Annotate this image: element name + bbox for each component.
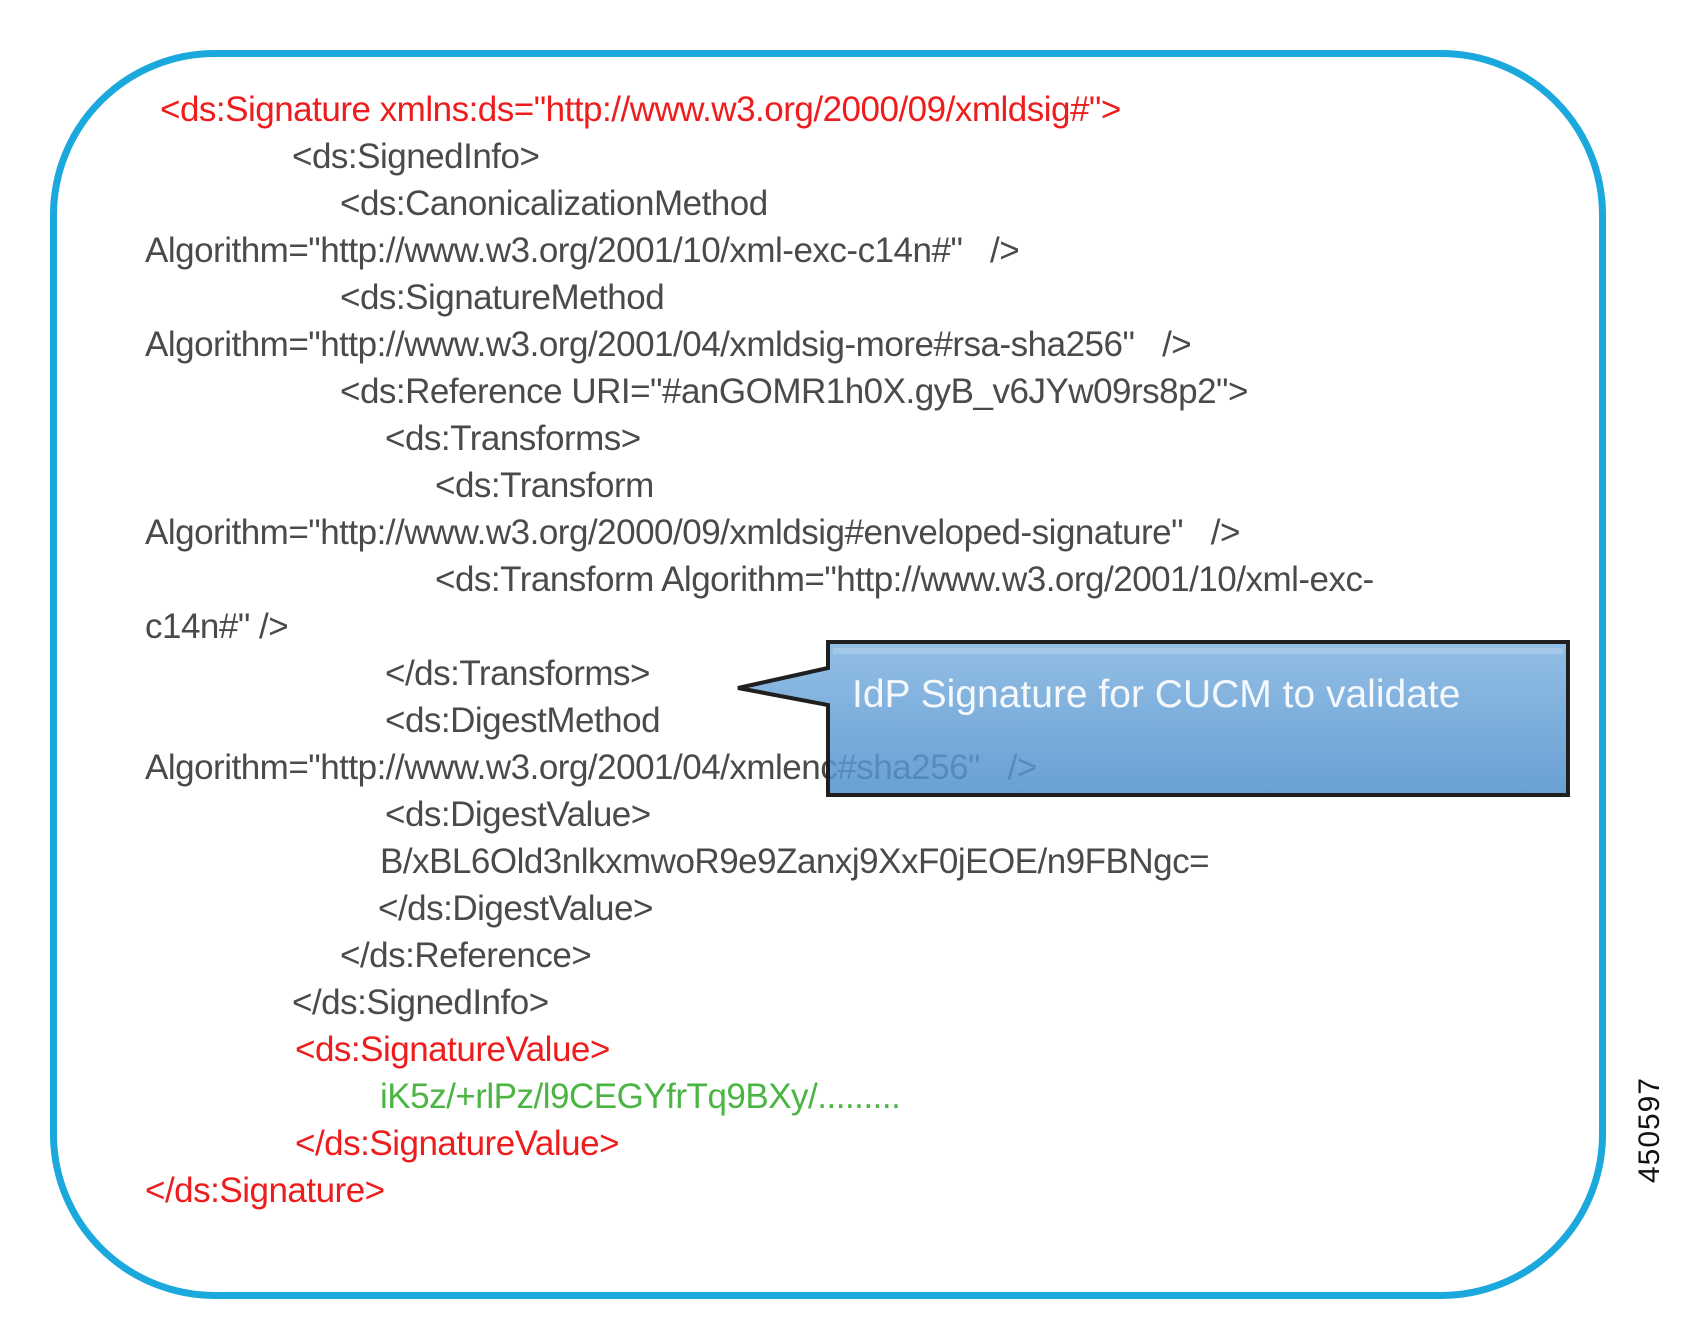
xml-line-digest-algorithm: Algorithm="http://www.w3.org/2001/04/xml… — [145, 748, 1037, 787]
xml-line-transform-1: <ds:Transform — [435, 466, 654, 505]
xml-line-transforms-close: </ds:Transforms> — [385, 654, 650, 693]
xml-line-signature-algorithm: Algorithm="http://www.w3.org/2001/04/xml… — [145, 325, 1192, 364]
xml-line-signaturevalue-open: <ds:SignatureValue> — [295, 1030, 610, 1069]
xml-line-transforms-open: <ds:Transforms> — [385, 419, 641, 458]
xml-line-signature-close: </ds:Signature> — [145, 1171, 385, 1210]
xml-line-transform-2: <ds:Transform Algorithm="http://www.w3.o… — [435, 560, 1374, 599]
xml-line-signedinfo-close: </ds:SignedInfo> — [292, 983, 549, 1022]
xml-line-canonicalization-method: <ds:CanonicalizationMethod — [340, 184, 768, 223]
figure-id: 450597 — [1633, 1076, 1666, 1184]
xml-line-reference-open: <ds:Reference URI="#anGOMR1h0X.gyB_v6JYw… — [340, 372, 1248, 411]
xml-line-signature-method: <ds:SignatureMethod — [340, 278, 665, 317]
rounded-frame — [50, 50, 1606, 1299]
xml-line-signaturevalue-close: </ds:SignatureValue> — [295, 1124, 620, 1163]
xml-line-digestvalue-close: </ds:DigestValue> — [378, 889, 653, 928]
xml-line-signedinfo-open: <ds:SignedInfo> — [292, 137, 540, 176]
xml-line-reference-close: </ds:Reference> — [340, 936, 592, 975]
xml-line-digest-method: <ds:DigestMethod — [385, 701, 661, 740]
xml-line-signature-open: <ds:Signature xmlns:ds="http://www.w3.or… — [160, 90, 1121, 129]
xml-line-signaturevalue: iK5z/+rlPz/l9CEGYfrTq9BXy/......... — [380, 1077, 901, 1116]
xml-line-transform-2-cont: c14n#" /> — [145, 607, 289, 646]
xml-line-digestvalue: B/xBL6Old3nlkxmwoR9e9Zanxj9XxF0jEOE/n9FB… — [380, 842, 1210, 881]
xml-line-transform-1-algorithm: Algorithm="http://www.w3.org/2000/09/xml… — [145, 513, 1240, 552]
xml-line-digestvalue-open: <ds:DigestValue> — [385, 795, 651, 834]
xml-line-canonicalization-algorithm: Algorithm="http://www.w3.org/2001/10/xml… — [145, 231, 1020, 270]
